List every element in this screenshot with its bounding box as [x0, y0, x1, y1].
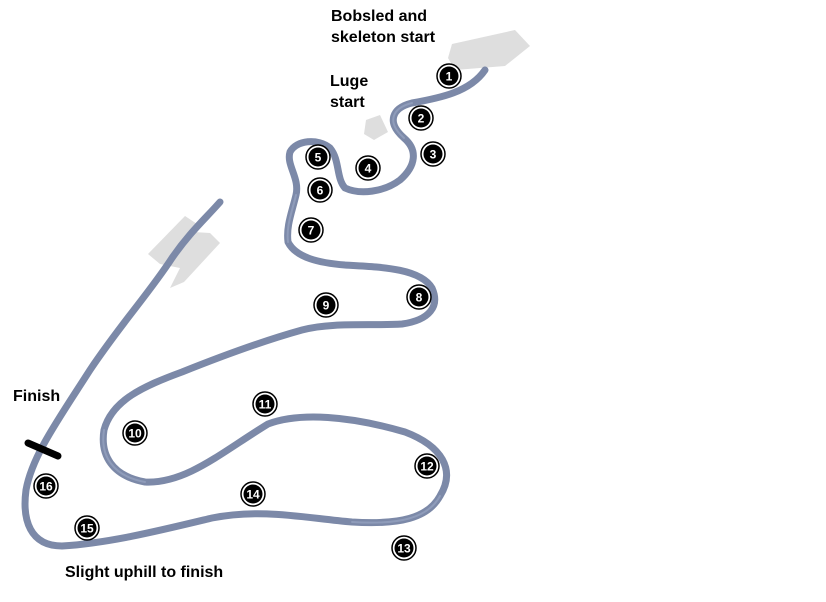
curve-marker-label: 2 [418, 112, 425, 126]
curve-marker-label: 9 [323, 299, 330, 313]
curve-marker-label: 10 [128, 427, 142, 441]
luge-start-label-line1: Luge [330, 73, 369, 90]
curve-marker-label: 4 [365, 162, 372, 176]
curve-marker-6: 6 [307, 177, 333, 203]
uphill-label: Slight uphill to finish [65, 564, 224, 581]
curve-marker-label: 16 [39, 480, 53, 494]
curve-marker-13: 13 [391, 535, 417, 561]
curve-marker-label: 7 [308, 224, 315, 238]
curve-marker-3: 3 [420, 141, 446, 167]
curve-marker-label: 1 [446, 70, 453, 84]
curve-marker-12: 12 [414, 453, 440, 479]
finish-line [24, 439, 62, 460]
curve-marker-1: 1 [436, 63, 462, 89]
bobsled-start-building [448, 30, 530, 70]
bobsled-start-label-line2: skeleton start [331, 29, 436, 46]
curve-marker-5: 5 [305, 144, 331, 170]
track [21, 66, 489, 550]
curve-marker-label: 6 [317, 184, 324, 198]
curve-marker-2: 2 [408, 105, 434, 131]
curve-marker-4: 4 [355, 155, 381, 181]
curve-marker-8: 8 [406, 284, 432, 310]
curve-marker-11: 11 [252, 391, 278, 417]
finish-building [148, 216, 220, 288]
curve-marker-14: 14 [240, 481, 266, 507]
curve-marker-label: 5 [315, 151, 322, 165]
curve-marker-16: 16 [33, 473, 59, 499]
curve-marker-9: 9 [313, 292, 339, 318]
curve-marker-label: 15 [80, 522, 94, 536]
curve-marker-10: 10 [122, 420, 148, 446]
track-inner-edge [102, 102, 441, 524]
curve-marker-label: 14 [246, 488, 260, 502]
curve-marker-label: 11 [259, 398, 272, 412]
finish-label: Finish [13, 388, 61, 405]
curve-marker-label: 13 [397, 542, 411, 556]
curve-marker-7: 7 [298, 217, 324, 243]
curve-marker-15: 15 [74, 515, 100, 541]
curve-marker-label: 12 [420, 460, 434, 474]
curve-marker-label: 3 [430, 148, 437, 162]
bobsled-start-label-line1: Bobsled and [331, 8, 428, 25]
curve-marker-label: 8 [416, 291, 423, 305]
luge-start-label-line2: start [330, 94, 365, 111]
luge-start-building [364, 115, 388, 140]
